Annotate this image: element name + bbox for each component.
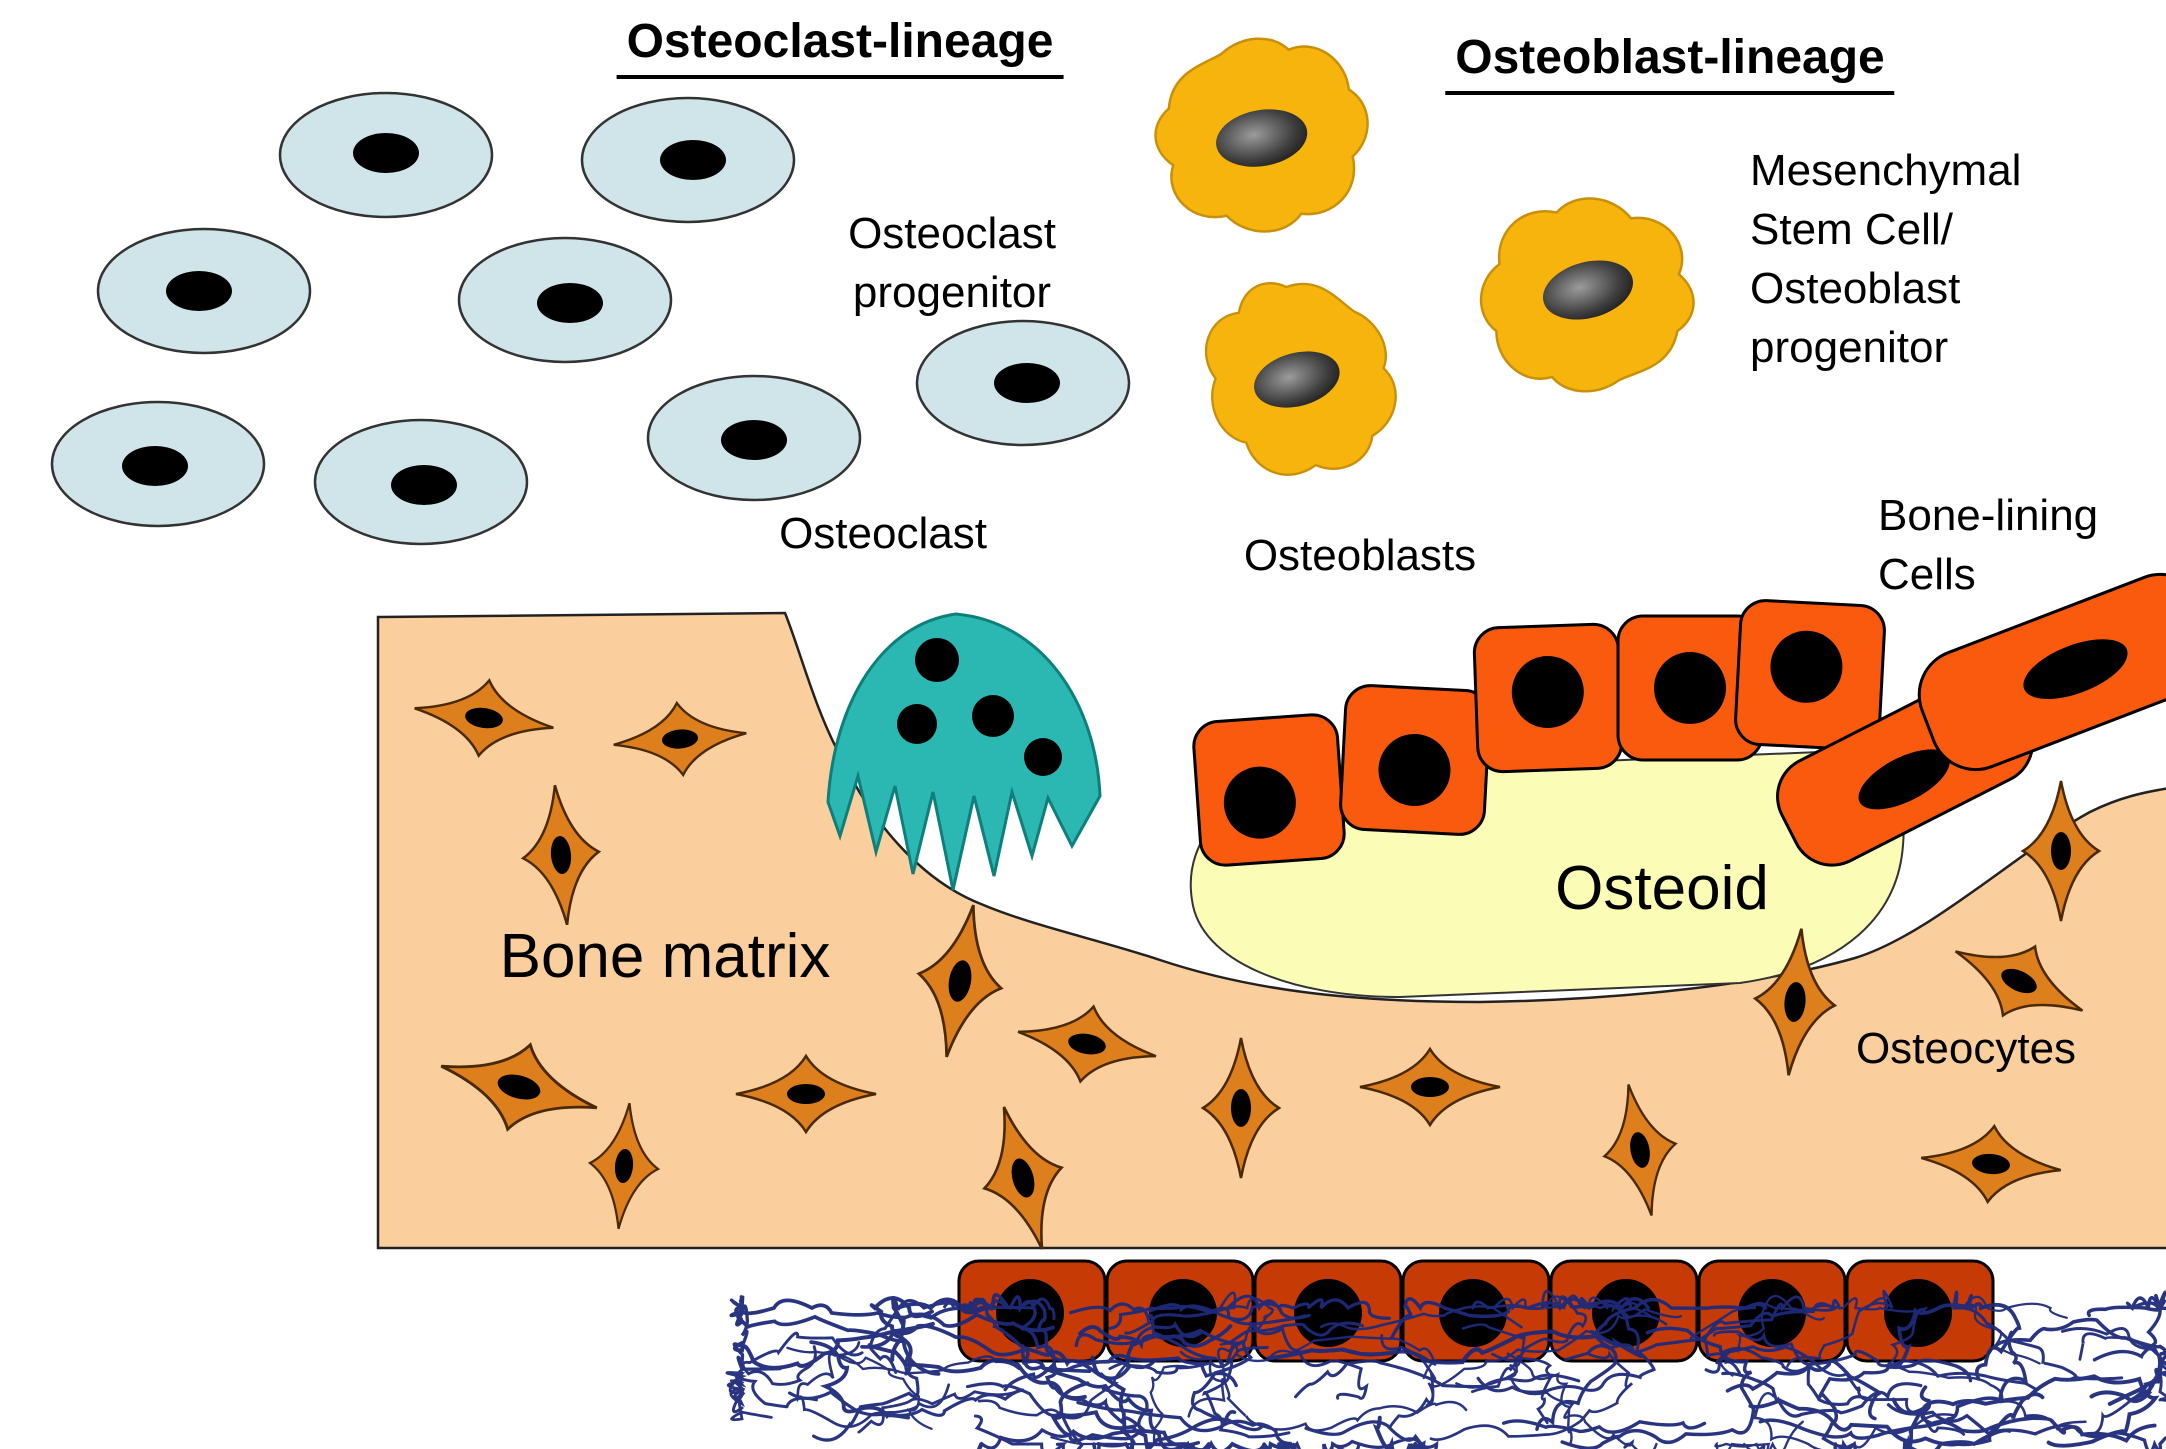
osteoblast-lineage-title: Osteoblast-lineage [1445,30,1895,95]
osteoblast-group [1192,572,2166,867]
mesenchymal-label: Mesenchymal Stem Cell/ Osteoblast progen… [1750,146,2022,372]
bone-matrix-label: Bone matrix [499,922,831,991]
osteoid-label: Osteoid [1555,854,1769,923]
msc-cell [1458,170,1719,424]
osteoblast-cell [1616,614,1764,762]
osteoblasts-label: Osteoblasts [1243,531,1477,580]
osteoclast-cell [826,612,1102,891]
osteoblast-cell [1734,599,1886,751]
msc-group [1136,14,1719,490]
osteoblast-cell [1339,684,1491,836]
osteoclast-progenitor-cell [457,236,673,364]
osteoclast-progenitor-cell [96,227,312,355]
msc-cell [1136,14,1385,253]
osteoclast-progenitor-cell [50,400,266,528]
osteoclast-progenitor-cell [580,96,796,224]
bone-lining-label: Bone-lining Cells [1878,491,2099,599]
bone-surface-cell [1697,1259,1847,1363]
bone-surface-cell [1253,1259,1403,1363]
bone-surface-cell [957,1259,1107,1363]
osteoclast-progenitor-cell [915,319,1131,447]
msc-cell [1192,263,1409,490]
osteoclast-progenitor-cell [646,374,862,502]
osteoclast-progenitor-label: Osteoclast progenitor [848,209,1056,317]
collagen-fibers [725,1289,2166,1449]
osteoblast-cell [1472,622,1624,774]
osteoclast-progenitor-cell [278,91,494,219]
bone-lining-cell [1917,572,2166,772]
osteoclast-lineage-title: Osteoclast-lineage [616,14,1064,79]
osteoclast-progenitor-cell [313,418,529,546]
osteoclast-label: Osteoclast [779,509,987,558]
osteocytes-label: Osteocytes [1855,1024,2077,1073]
osteoclast-progenitor-group [50,91,1131,546]
bone-surface-cell-row [957,1259,1995,1363]
osteoblast-cell [1192,713,1346,867]
